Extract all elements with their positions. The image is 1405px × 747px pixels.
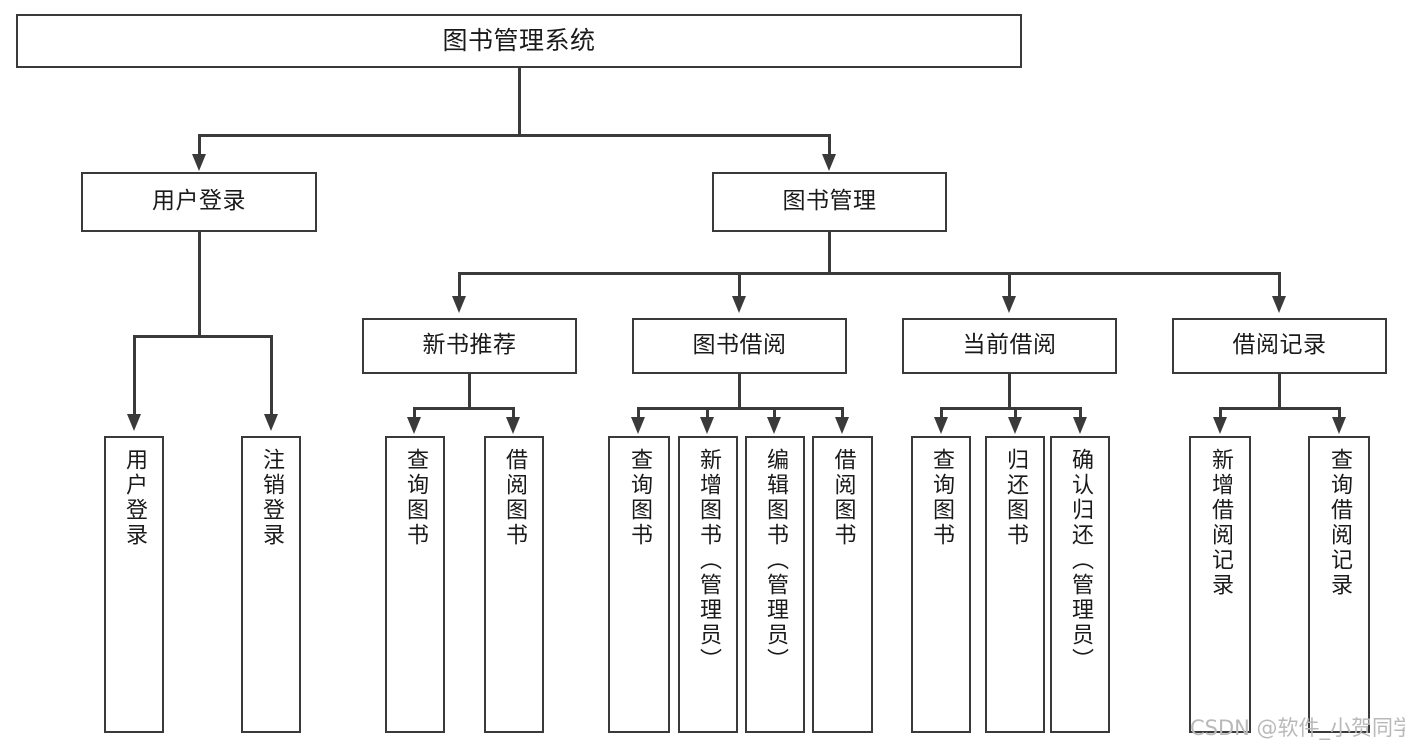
connector-root-to-user-login xyxy=(198,134,201,156)
connector-current-borrow-b3 xyxy=(1079,407,1082,419)
node-label: 查询借阅记录 xyxy=(1327,448,1352,598)
node-label: 用户登录 xyxy=(122,448,147,548)
arrowhead-leaf-confirm-return xyxy=(1073,417,1087,434)
arrowhead-to-book-borrow xyxy=(732,296,746,313)
node-label: 新增图书（管理员） xyxy=(696,448,721,673)
connector-root-stem xyxy=(518,68,521,136)
leaf-add-borrow-record[interactable]: 新增借阅记录 xyxy=(1189,436,1251,733)
arrowhead-leaf-user-login xyxy=(127,414,141,431)
connector-to-current-borrow xyxy=(1008,272,1011,298)
node-label: 借阅图书 xyxy=(502,448,527,548)
connector-book-mgmt-stem xyxy=(828,232,831,274)
node-label: 查询图书 xyxy=(403,448,428,548)
connector-current-borrow-stem xyxy=(1008,374,1011,409)
node-label: 新增借阅记录 xyxy=(1208,448,1233,598)
node-borrow-record[interactable]: 借阅记录 xyxy=(1172,318,1387,374)
leaf-edit-book-admin[interactable]: 编辑图书（管理员） xyxy=(745,436,805,733)
leaf-borrow-book-new-rec[interactable]: 借阅图书 xyxy=(484,436,544,733)
leaf-logout[interactable]: 注销登录 xyxy=(241,436,301,733)
arrowhead-leaf-edit-book xyxy=(767,417,781,434)
arrowhead-leaf-query-book-3 xyxy=(934,417,948,434)
arrowhead-to-new-book-rec xyxy=(452,296,466,313)
node-root-system[interactable]: 图书管理系统 xyxy=(16,14,1022,68)
node-label: 查询图书 xyxy=(929,448,954,548)
arrowhead-leaf-query-book-2 xyxy=(631,417,645,434)
node-label: 编辑图书（管理员） xyxy=(763,448,788,673)
connector-book-borrow-b1 xyxy=(637,407,640,419)
node-label: 图书管理 xyxy=(782,188,877,215)
arrowhead-leaf-return-book xyxy=(1008,417,1022,434)
leaf-borrow-book[interactable]: 借阅图书 xyxy=(812,436,873,733)
connector-user-login-left xyxy=(133,335,136,416)
connector-user-login-bus xyxy=(133,335,272,338)
leaf-query-book-borrow[interactable]: 查询图书 xyxy=(608,436,670,733)
arrowhead-leaf-borrow-book-1 xyxy=(506,417,520,434)
node-label: 归还图书 xyxy=(1003,448,1028,548)
arrowhead-to-borrow-record xyxy=(1272,296,1286,313)
connector-book-borrow-stem xyxy=(738,374,741,409)
arrowhead-leaf-query-book-1 xyxy=(407,417,421,434)
connector-to-borrow-record xyxy=(1278,272,1281,298)
connector-book-borrow-b2 xyxy=(706,407,709,419)
node-label: 当前借阅 xyxy=(962,332,1057,359)
connector-book-borrow-b3 xyxy=(773,407,776,419)
connector-current-borrow-b1 xyxy=(940,407,943,419)
node-label: 用户登录 xyxy=(152,188,246,215)
node-book-borrow[interactable]: 图书借阅 xyxy=(632,318,847,374)
node-book-management[interactable]: 图书管理 xyxy=(712,172,947,232)
connector-new-book-rec-left xyxy=(413,407,416,419)
node-label: 确认归还（管理员） xyxy=(1068,448,1093,673)
node-user-login[interactable]: 用户登录 xyxy=(81,172,317,232)
arrowhead-leaf-add-book xyxy=(700,417,714,434)
connector-new-book-rec-stem xyxy=(468,374,471,409)
connector-to-book-borrow xyxy=(738,272,741,298)
leaf-return-book[interactable]: 归还图书 xyxy=(985,436,1045,733)
node-current-borrow[interactable]: 当前借阅 xyxy=(902,318,1117,374)
leaf-query-book-new-rec[interactable]: 查询图书 xyxy=(385,436,445,733)
connector-book-borrow-b4 xyxy=(841,407,844,419)
node-label: 图书管理系统 xyxy=(442,26,596,56)
node-label: 注销登录 xyxy=(259,448,284,548)
connector-current-borrow-bus xyxy=(940,407,1081,410)
arrowhead-to-book-mgmt xyxy=(822,154,836,171)
arrowhead-to-current-borrow xyxy=(1002,296,1016,313)
connector-root-to-book-mgmt xyxy=(828,134,831,156)
connector-book-mgmt-bus xyxy=(458,272,1278,275)
arrowhead-leaf-logout xyxy=(264,414,278,431)
node-label: 借阅图书 xyxy=(830,448,856,548)
connector-borrow-record-stem xyxy=(1278,374,1281,409)
node-label: 借阅记录 xyxy=(1232,332,1327,359)
connector-borrow-record-right xyxy=(1338,407,1341,419)
node-new-book-recommend[interactable]: 新书推荐 xyxy=(362,318,577,374)
node-label: 查询图书 xyxy=(627,448,652,548)
arrowhead-to-user-login xyxy=(192,154,206,171)
node-label: 新书推荐 xyxy=(422,332,517,359)
connector-borrow-record-left xyxy=(1219,407,1222,419)
connector-book-borrow-bus xyxy=(637,407,843,410)
arrowhead-leaf-query-borrow-record xyxy=(1332,417,1346,434)
leaf-query-book-current[interactable]: 查询图书 xyxy=(911,436,971,733)
leaf-query-borrow-record[interactable]: 查询借阅记录 xyxy=(1308,436,1370,733)
leaf-add-book-admin[interactable]: 新增图书（管理员） xyxy=(678,436,738,733)
node-label: 图书借阅 xyxy=(692,332,787,359)
leaf-user-login[interactable]: 用户登录 xyxy=(104,436,164,733)
leaf-confirm-return-admin[interactable]: 确认归还（管理员） xyxy=(1050,436,1110,733)
connector-new-book-rec-bus xyxy=(413,407,514,410)
connector-new-book-rec-right xyxy=(512,407,515,419)
connector-root-bus xyxy=(198,134,831,137)
connector-to-new-book-rec xyxy=(458,272,461,298)
arrowhead-leaf-add-borrow-record xyxy=(1213,417,1227,434)
arrowhead-leaf-borrow-book-2 xyxy=(835,417,849,434)
connector-user-login-right xyxy=(270,335,273,416)
connector-borrow-record-bus xyxy=(1219,407,1340,410)
connector-current-borrow-b2 xyxy=(1014,407,1017,419)
connector-user-login-stem xyxy=(198,232,201,337)
